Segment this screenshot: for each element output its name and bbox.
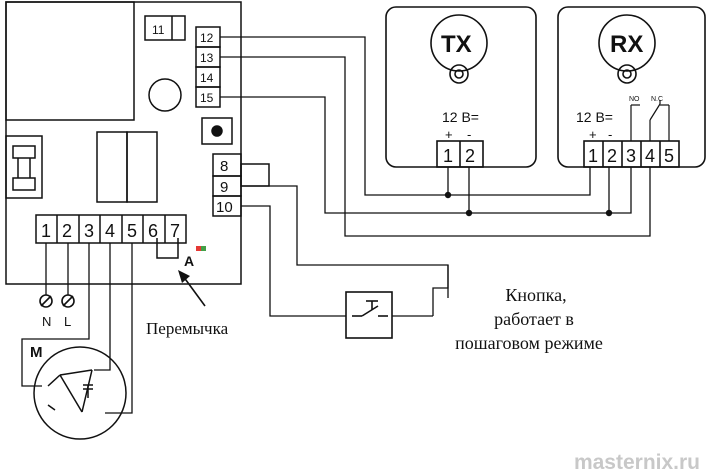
- jumper-letter: A: [184, 253, 194, 269]
- rx-terminal-5: 5: [664, 146, 674, 166]
- button-caption-line-1: Кнопка,: [505, 285, 566, 305]
- jumper-arrow-icon: [178, 270, 206, 307]
- terminal-9: 9: [220, 179, 228, 196]
- tx-terminal-2: 2: [465, 146, 475, 166]
- button-caption-line-2: работает в: [494, 309, 574, 329]
- relay-terminal-11: 11: [152, 23, 165, 37]
- wires: [21, 36, 651, 414]
- bottom-terminal-7: 7: [170, 221, 180, 241]
- watermark: masternix.ru: [574, 451, 700, 474]
- wire-junctions: [444, 191, 613, 217]
- rx-voltage: 12 В=: [576, 109, 613, 125]
- bottom-terminal-2: 2: [62, 221, 72, 241]
- rx-title: RX: [610, 31, 643, 58]
- rx-nc-label: N.C: [651, 96, 663, 103]
- tx-module: [385, 6, 537, 168]
- tx-title: TX: [441, 31, 472, 58]
- jumper-caption: Перемычка: [146, 319, 229, 338]
- tx-terminal-1: 1: [443, 146, 453, 166]
- power-l-label: L: [64, 314, 71, 329]
- rx-minus: -: [608, 127, 612, 142]
- bottom-terminal-4: 4: [105, 221, 115, 241]
- bottom-terminal-5: 5: [127, 221, 137, 241]
- tx-voltage: 12 В=: [442, 109, 479, 125]
- terminal-12: 12: [200, 31, 214, 45]
- terminal-15: 15: [200, 91, 214, 105]
- terminal-14: 14: [200, 71, 214, 85]
- tx-minus: -: [467, 127, 471, 142]
- power-n-label: N: [42, 314, 51, 329]
- motor-icon: [33, 346, 127, 440]
- terminal-13: 13: [200, 51, 214, 65]
- bottom-terminal-1: 1: [41, 221, 51, 241]
- rx-no-label: NO: [629, 96, 640, 103]
- power-terminals: [39, 294, 75, 308]
- led-green-icon: [201, 246, 206, 251]
- button-caption-line-3: пошаговом режиме: [455, 333, 603, 353]
- rx-plus: +: [589, 127, 597, 142]
- bottom-terminal-3: 3: [84, 221, 94, 241]
- rx-terminal-2: 2: [607, 146, 617, 166]
- led-red-icon: [196, 246, 201, 251]
- rx-terminal-4: 4: [645, 146, 655, 166]
- tx-plus: +: [445, 127, 453, 142]
- bottom-terminal-strip: [35, 214, 187, 244]
- push-button-icon: [345, 291, 393, 339]
- terminal-8: 8: [220, 158, 228, 175]
- rx-terminal-1: 1: [588, 146, 598, 166]
- rx-terminal-3: 3: [626, 146, 636, 166]
- bottom-terminal-6: 6: [148, 221, 158, 241]
- motor-label: M: [30, 344, 43, 361]
- control-board: [5, 1, 242, 285]
- terminal-10: 10: [216, 199, 233, 216]
